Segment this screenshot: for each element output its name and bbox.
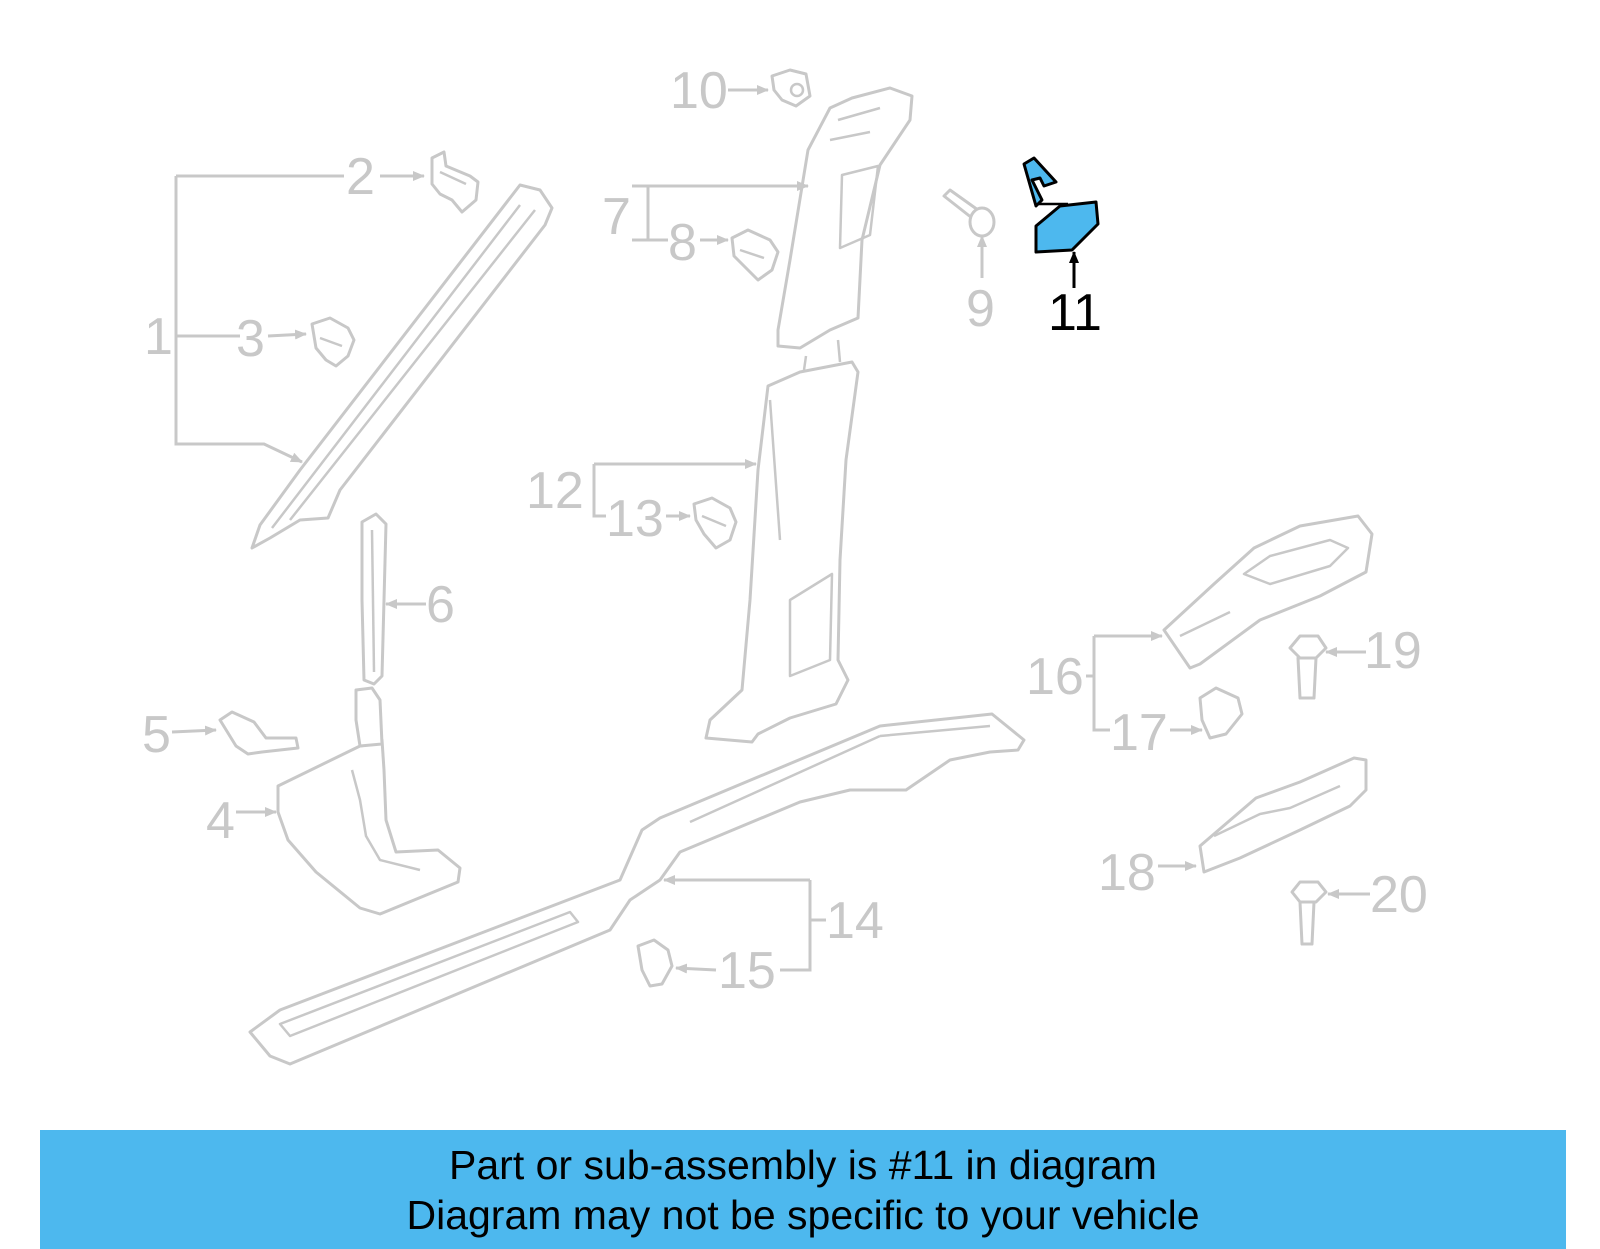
part-4-kick-panel bbox=[276, 686, 462, 916]
callout-7: 7 bbox=[602, 188, 631, 246]
callout-5: 5 bbox=[142, 706, 171, 764]
callout-18: 18 bbox=[1098, 844, 1156, 902]
part-3-clip bbox=[310, 316, 356, 368]
info-banner: Part or sub-assembly is #11 in diagram D… bbox=[40, 1130, 1566, 1249]
callout-17: 17 bbox=[1110, 704, 1168, 762]
part-7-upper-b-pillar bbox=[776, 86, 914, 350]
callout-3: 3 bbox=[236, 310, 265, 368]
part-6-strip bbox=[360, 512, 388, 686]
callout-2: 2 bbox=[346, 148, 375, 206]
part-9-bolt bbox=[942, 188, 996, 238]
callout-13: 13 bbox=[606, 490, 664, 548]
part-12-lower-b-pillar bbox=[704, 339, 860, 744]
part-14-sill-plate bbox=[248, 712, 1026, 1066]
callout-1: 1 bbox=[144, 308, 173, 366]
part-15-clip bbox=[636, 938, 674, 988]
callout-4: 4 bbox=[206, 792, 235, 850]
callout-6: 6 bbox=[426, 576, 455, 634]
banner-line-disclaimer: Diagram may not be specific to your vehi… bbox=[406, 1192, 1200, 1238]
callout-10: 10 bbox=[670, 62, 728, 120]
part-18-bracket bbox=[1198, 756, 1368, 874]
callout-19: 19 bbox=[1364, 622, 1422, 680]
banner-line-part-number: Part or sub-assembly is #11 in diagram bbox=[449, 1142, 1157, 1188]
part-20-bolt bbox=[1290, 880, 1328, 946]
callout-8: 8 bbox=[668, 214, 697, 272]
callout-14: 14 bbox=[826, 892, 884, 950]
callout-16: 16 bbox=[1026, 648, 1084, 706]
part-11-highlighted-trim-piece bbox=[1022, 156, 1100, 254]
part-16-handle-trim bbox=[1162, 514, 1374, 670]
part-1-a-pillar-trim bbox=[250, 183, 554, 550]
part-19-bolt bbox=[1288, 634, 1328, 700]
part-13-clip bbox=[692, 496, 738, 550]
leader-lines bbox=[171, 85, 1370, 974]
callout-9: 9 bbox=[966, 280, 995, 338]
part-10-clip bbox=[770, 68, 812, 108]
callout-11: 11 bbox=[1048, 284, 1102, 342]
callout-labels: 1 2 3 4 5 6 7 8 9 10 11 12 13 14 15 16 1… bbox=[142, 62, 1428, 1000]
part-2-clip bbox=[430, 150, 480, 214]
callout-20: 20 bbox=[1370, 866, 1428, 924]
part-5-clip bbox=[218, 710, 300, 756]
part-17-clip bbox=[1198, 686, 1244, 740]
part-8-clip bbox=[730, 228, 780, 282]
callout-15: 15 bbox=[718, 942, 776, 1000]
callout-12: 12 bbox=[526, 462, 584, 520]
